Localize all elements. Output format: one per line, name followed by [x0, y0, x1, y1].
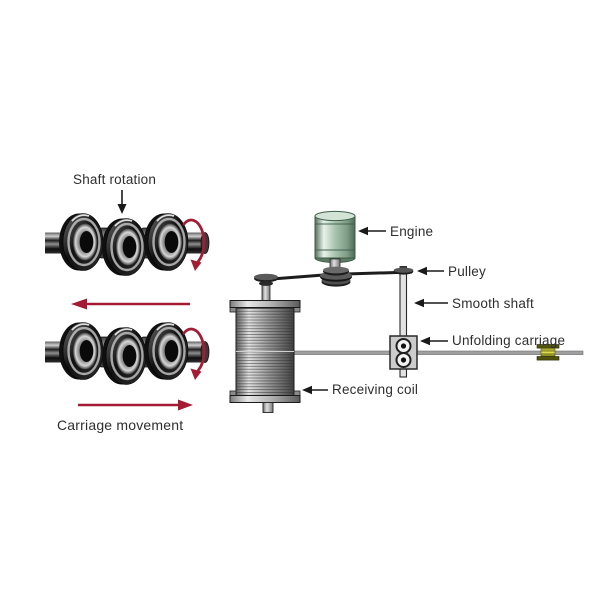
carriage-movement-label: Carriage movement — [57, 417, 184, 433]
carriage-right-arrow-icon — [78, 399, 193, 411]
smooth-shaft-label: Smooth shaft — [452, 296, 534, 311]
shaft-rotation-label: Shaft rotation — [73, 172, 157, 187]
carriage-left-arrow-icon — [71, 298, 190, 310]
pulley-label: Pulley — [448, 264, 486, 279]
unfolding-carriage-label: Unfolding carriage — [452, 333, 566, 348]
engine-pulley-stack — [320, 266, 352, 287]
unwinding-wire — [289, 350, 584, 355]
unfolding-carriage-pointer-arrow-icon — [420, 336, 448, 346]
smooth-shaft-pointer-arrow-icon — [414, 298, 448, 308]
guide-spool — [536, 344, 560, 361]
engine-body — [314, 210, 356, 263]
engine-label: Engine — [390, 224, 434, 239]
receiving-coil-pointer-arrow-icon — [302, 385, 328, 395]
engine-pointer-arrow-icon — [358, 226, 386, 236]
receiving-coil — [229, 300, 301, 413]
coil-top-pulley — [254, 273, 278, 304]
pointer-down-arrow-icon — [117, 190, 127, 214]
shaft-top-pulley — [393, 266, 414, 275]
receiving-coil-label: Receiving coil — [332, 382, 419, 397]
unfolding-carriage — [389, 335, 418, 370]
pulley-pointer-arrow-icon — [417, 266, 444, 276]
